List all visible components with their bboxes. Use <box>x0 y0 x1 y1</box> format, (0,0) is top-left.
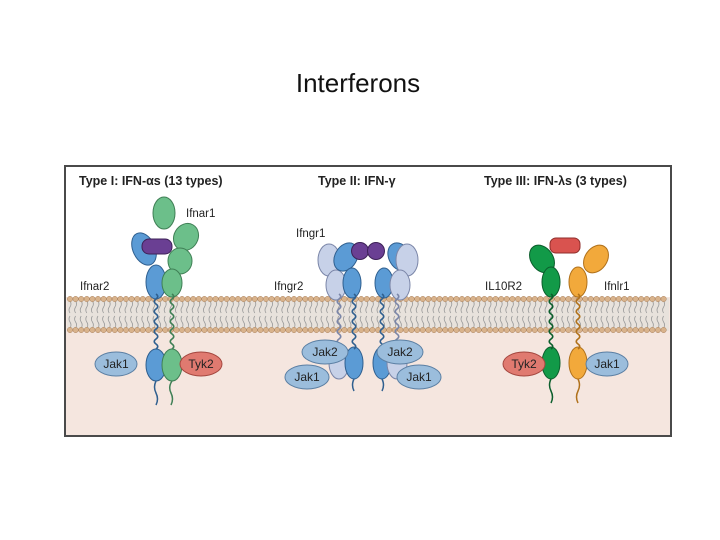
slide-title: Interferons <box>295 68 421 98</box>
ifngr1-right-tail <box>381 378 385 392</box>
ifngr2-left-helix <box>336 293 342 350</box>
ifnar1-tail <box>168 380 174 406</box>
ifn-gamma-ligand <box>351 242 385 260</box>
ifnar1-label: Ifnar1 <box>186 208 215 220</box>
ifnar2-transmembrane-helix <box>153 293 159 350</box>
tyk2-kinase-type3 <box>502 351 546 377</box>
ifngr1-left-tail <box>351 378 355 392</box>
il10r2-transmembrane-helix <box>548 293 554 350</box>
ifngr2-label: Ifngr2 <box>274 281 303 293</box>
ifnlr1-label: Ifnlr1 <box>604 281 630 293</box>
jak1-kinase-right <box>396 364 442 390</box>
ifnlr1-receptor <box>568 244 609 380</box>
ifnar2-tail <box>153 380 159 406</box>
il10r2-receptor <box>529 244 561 380</box>
type-1-header: Type I: IFN-αs (13 types) <box>79 174 223 188</box>
jak1-kinase <box>94 351 138 377</box>
il10r2-label: IL10R2 <box>485 281 522 293</box>
tyk2-type3-label: Tyk2 <box>511 357 537 371</box>
type-2-header: Type II: IFN-γ <box>318 174 396 188</box>
ifn-alpha-ligand <box>141 238 173 255</box>
ifnar2-label: Ifnar2 <box>80 281 109 293</box>
type-2-receptor-complex: Jak2 Jak1 Jak2 Jak1 Ifngr1 Ifngr2 <box>274 228 442 392</box>
type-1-receptor-complex: Jak1 Tyk2 Ifnar1 Ifnar2 <box>80 196 223 406</box>
jak1-type3-label: Jak1 <box>594 357 620 371</box>
type-3-header: Type III: IFN-λs (3 types) <box>484 174 627 188</box>
jak1-label: Jak1 <box>103 357 129 371</box>
ifngr1-right-helix <box>379 293 385 350</box>
ifn-lambda-ligand <box>549 237 581 254</box>
ifnar1-receptor <box>152 196 200 382</box>
ifnlr1-tail <box>575 378 581 404</box>
cell-membrane <box>67 296 669 333</box>
ifnar1-transmembrane-helix <box>169 293 175 350</box>
jak2-left-label: Jak2 <box>312 345 338 359</box>
jak2-kinase-left <box>301 339 349 365</box>
tyk2-label: Tyk2 <box>188 357 214 371</box>
jak1-right-label: Jak1 <box>406 370 432 384</box>
tyk2-kinase <box>179 351 223 377</box>
interferon-receptor-diagram: Type I: IFN-αs (13 types) Type II: IFN-γ… <box>64 165 672 437</box>
ifnlr1-transmembrane-helix <box>575 293 581 350</box>
ifngr2-right-helix <box>394 293 400 350</box>
jak1-kinase-type3 <box>585 351 629 377</box>
ifngr1-label: Ifngr1 <box>296 228 325 240</box>
jak1-left-label: Jak1 <box>294 370 320 384</box>
type-3-receptor-complex: Tyk2 Jak1 IL10R2 Ifnlr1 <box>485 237 630 404</box>
jak1-kinase-left <box>284 364 330 390</box>
jak2-right-label: Jak2 <box>387 345 413 359</box>
il10r2-tail <box>548 378 554 404</box>
jak2-kinase-right <box>376 339 424 365</box>
ifngr1-left-helix <box>351 293 357 350</box>
